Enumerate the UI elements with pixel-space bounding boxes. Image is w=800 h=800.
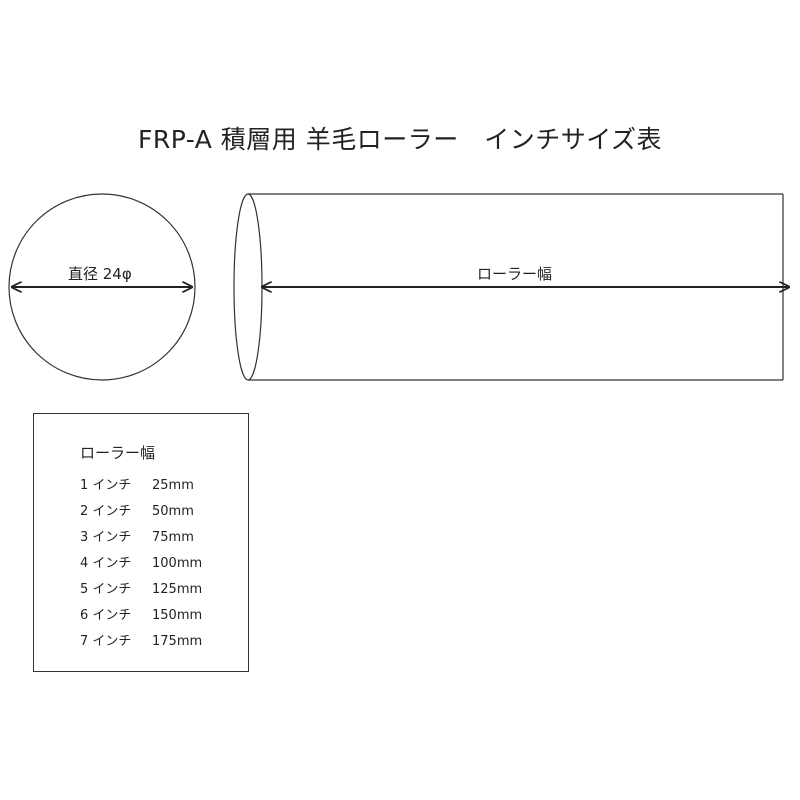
- row-mm: 150mm: [152, 608, 203, 623]
- roller-end-circle: [8, 193, 196, 381]
- row-mm: 100mm: [152, 556, 203, 571]
- page-title: FRP-A 積層用 羊毛ローラー インチサイズ表: [138, 125, 662, 154]
- table-row: 7 インチ 175mm: [80, 630, 202, 649]
- row-inch: 4 インチ: [80, 556, 132, 571]
- row-inch: 3 インチ: [80, 530, 132, 545]
- row-inch: 6 インチ: [80, 608, 132, 623]
- table-row: 5 インチ 125mm: [80, 578, 202, 597]
- table-row: 2 インチ 50mm: [80, 500, 194, 519]
- diameter-label: 直径 24φ: [68, 265, 132, 283]
- table-row: 4 インチ 100mm: [80, 552, 202, 571]
- row-mm: 175mm: [152, 634, 203, 649]
- size-table: ローラー幅 1 インチ 25mm 2 インチ 50mm 3 インチ 75mm 4 イン…: [33, 413, 249, 672]
- size-table-header: ローラー幅: [80, 444, 156, 462]
- table-row: 6 インチ 150mm: [80, 604, 202, 623]
- row-mm: 75mm: [152, 530, 194, 545]
- roller-width-label: ローラー幅: [477, 265, 552, 283]
- row-inch: 7 インチ: [80, 634, 132, 649]
- row-mm: 50mm: [152, 504, 194, 519]
- row-mm: 125mm: [152, 582, 203, 597]
- row-inch: 2 インチ: [80, 504, 132, 519]
- roller-cylinder: [233, 193, 784, 381]
- table-row: 1 インチ 25mm: [80, 474, 194, 493]
- row-inch: 1 インチ: [80, 478, 132, 493]
- row-mm: 25mm: [152, 478, 194, 493]
- row-inch: 5 インチ: [80, 582, 132, 597]
- table-row: 3 インチ 75mm: [80, 526, 194, 545]
